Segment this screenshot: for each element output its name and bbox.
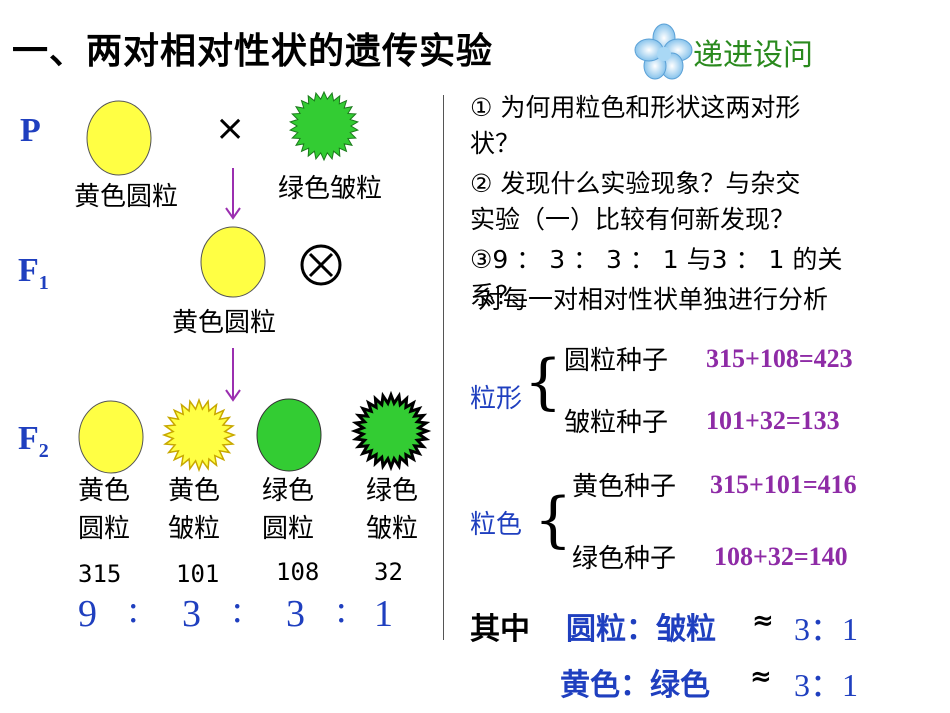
f2-seed-green-round	[256, 398, 322, 472]
summary-color: 黄色：绿色	[560, 668, 710, 703]
analysis-note: 对每一对相对性状单独进行分析	[478, 285, 829, 314]
wrinkled-seed-label: 皱粒种子	[564, 408, 669, 438]
f2-label-3: 绿色圆粒	[262, 476, 315, 544]
color-brace: {	[534, 485, 573, 555]
ratio-1: 1	[374, 593, 395, 635]
green-seed-label: 绿色种子	[572, 544, 677, 574]
summary-approx-1: ≈	[752, 606, 774, 636]
f2-seed-yellow-round	[78, 400, 144, 474]
arrow-f1-to-f2	[225, 348, 241, 402]
question-1b: 状？	[470, 129, 521, 158]
yellow-seed-calc: 315+101=416	[710, 470, 857, 499]
f2gw-shape	[350, 390, 432, 472]
f2-count-1: 315	[78, 560, 122, 588]
f2yw-shape	[161, 397, 237, 473]
p2-shape	[288, 90, 360, 162]
question-3b: 系？	[470, 281, 521, 310]
summary-approx-2: ≈	[750, 662, 772, 692]
parent1-seed	[86, 100, 152, 176]
f2-label-4: 绿色皱粒	[366, 476, 419, 544]
summary-prefix: 其中	[470, 612, 530, 647]
summary-ratio-1: 3：1	[794, 611, 859, 647]
gen-f1-label: F1	[18, 252, 49, 294]
flower-icon	[634, 23, 693, 80]
f1-seed	[200, 226, 266, 298]
question-3: ③9 ： 3 ： 3 ： 1 与3 ： 1 的关	[470, 245, 843, 274]
ratio-9: 9	[78, 593, 99, 635]
wrinkled-seed-calc: 101+32=133	[706, 406, 840, 435]
summary-ratio-2: 3：1	[794, 667, 859, 703]
f2-label-1: 黄色圆粒	[78, 476, 131, 544]
shape-label: 粒形	[470, 384, 523, 414]
page-title: 一、两对相对性状的遗传实验	[12, 31, 494, 72]
self-cross-icon	[300, 244, 342, 286]
parent1-label: 黄色圆粒	[74, 182, 179, 212]
question-2: ② 发现什么实验现象？与杂交	[470, 169, 801, 198]
cross-symbol: ×	[215, 108, 246, 149]
question-2b: 实验（一）比较有何新发现？	[470, 205, 796, 234]
f2-seed-yellow-wrinkled	[161, 397, 237, 473]
parent2-label: 绿色皱粒	[278, 174, 383, 204]
cross-diagram	[78, 90, 432, 474]
gen-p-label: P	[20, 112, 41, 149]
f2-count-2: 101	[176, 560, 220, 588]
yellow-seed-label: 黄色种子	[572, 472, 677, 502]
divider	[443, 95, 444, 640]
gen-f2-label: F2	[18, 420, 49, 462]
ratio-sep-2: :	[232, 589, 245, 631]
ratio-sep-1: :	[128, 589, 141, 631]
round-seed-calc: 315+108=423	[706, 344, 853, 373]
f2-seed-green-wrinkled	[350, 390, 432, 472]
f2-count-3: 108	[276, 558, 320, 586]
round-seed-label: 圆粒种子	[564, 346, 669, 376]
ratio-3a: 3	[182, 593, 203, 635]
ratio-sep-3: :	[336, 589, 349, 631]
f2-count-4: 32	[374, 558, 403, 586]
green-seed-calc: 108+32=140	[714, 542, 848, 571]
f1-label: 黄色圆粒	[172, 308, 277, 338]
arrow-p-to-f1	[225, 168, 241, 220]
ratio-3b: 3	[286, 593, 307, 635]
parent2-seed	[288, 90, 360, 162]
question-1: ① 为何用粒色和形状这两对形	[470, 93, 801, 122]
color-label: 粒色	[470, 510, 523, 540]
shape-brace: {	[524, 347, 563, 417]
summary-shape: 圆粒：皱粒	[566, 612, 716, 647]
f2-label-2: 黄色皱粒	[168, 476, 221, 544]
badge-label: 递进设问	[693, 38, 813, 73]
